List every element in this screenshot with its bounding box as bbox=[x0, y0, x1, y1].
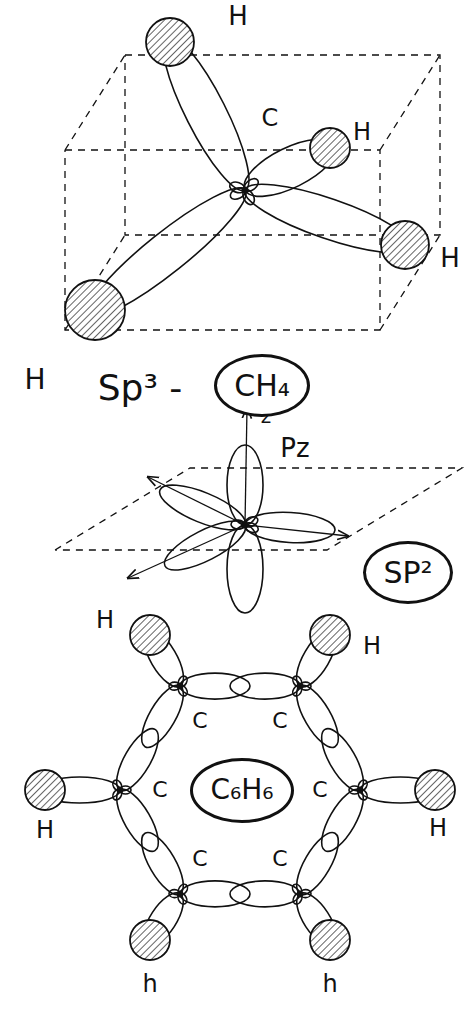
hydrogen-atom bbox=[130, 615, 170, 655]
hydrogen-atom-fill bbox=[310, 615, 350, 655]
hydrogen-atom bbox=[130, 920, 170, 960]
sigma-bond-lobe bbox=[289, 680, 347, 754]
axis-arrow bbox=[245, 408, 247, 525]
hydrogen-atom-fill bbox=[130, 615, 170, 655]
sigma-bond-lobe bbox=[180, 881, 250, 907]
circled-label: C₆H₆ bbox=[190, 758, 294, 823]
sp2-figure bbox=[55, 408, 462, 613]
atom-label: C bbox=[190, 710, 209, 732]
cube-edge bbox=[65, 55, 125, 150]
cube-back bbox=[125, 55, 440, 235]
hydrogen-atom-fill bbox=[381, 221, 429, 269]
atom-label: h bbox=[140, 972, 159, 996]
hydrogen-atom-fill bbox=[130, 920, 170, 960]
atom-label: H bbox=[361, 634, 383, 658]
benzene-figure bbox=[25, 615, 455, 960]
hydrogen-atom-fill bbox=[25, 770, 65, 810]
carbon-nucleus bbox=[297, 890, 304, 897]
atom-label: C bbox=[190, 848, 209, 870]
atom-label: C bbox=[270, 848, 289, 870]
sigma-bond-lobe bbox=[230, 673, 300, 699]
atom-label: H bbox=[351, 120, 373, 144]
pz-lobe bbox=[227, 525, 263, 613]
hydrogen-atom-fill bbox=[310, 920, 350, 960]
node-text: C₆H₆ bbox=[210, 775, 273, 806]
sp3-back-lobe bbox=[242, 176, 261, 194]
atom-label: C bbox=[260, 106, 281, 130]
node-text: CH₄ bbox=[234, 369, 290, 402]
sp2-lobe bbox=[244, 510, 336, 545]
atom-label: H bbox=[34, 818, 56, 842]
axis-arrow bbox=[128, 525, 245, 578]
carbon-nucleus bbox=[357, 787, 364, 794]
atom-label: H bbox=[94, 608, 116, 632]
carbon-nucleus bbox=[297, 683, 304, 690]
carbon-nucleus bbox=[117, 787, 124, 794]
hydrogen-atom-fill bbox=[415, 770, 455, 810]
orbital-label: Pz bbox=[278, 435, 311, 461]
atom-label: C bbox=[150, 779, 169, 801]
hydrogen-atom bbox=[310, 920, 350, 960]
carbon-nucleus bbox=[242, 522, 249, 529]
hydrogen-atom bbox=[65, 280, 125, 340]
atom-label: H bbox=[22, 366, 47, 394]
carbon-nucleus bbox=[177, 683, 184, 690]
circled-label: SP² bbox=[363, 541, 453, 604]
axis-arrow bbox=[245, 525, 348, 536]
hydrogen-atom-fill bbox=[310, 128, 350, 168]
hydrogen-atom bbox=[415, 770, 455, 810]
atom-label: C bbox=[270, 710, 289, 732]
hydrogen-atom-fill bbox=[65, 280, 125, 340]
hydrogen-atom bbox=[310, 128, 350, 168]
node-text: SP² bbox=[383, 556, 432, 589]
atom-label: H bbox=[438, 245, 462, 271]
atom-label: C bbox=[310, 779, 329, 801]
circled-label: CH₄ bbox=[214, 354, 310, 417]
atom-label: H bbox=[226, 3, 250, 29]
hybrid-label: Sp³ - bbox=[96, 370, 185, 406]
hydrogen-atom bbox=[381, 221, 429, 269]
hydrogen-atom bbox=[310, 615, 350, 655]
hydrogen-atom bbox=[146, 18, 194, 66]
hydrogen-atom bbox=[25, 770, 65, 810]
atom-label: h bbox=[320, 972, 339, 996]
carbon-nucleus bbox=[177, 890, 184, 897]
axis-arrow bbox=[148, 477, 245, 525]
sigma-bond-lobe bbox=[134, 827, 192, 901]
atom-label: H bbox=[427, 816, 449, 840]
carbon-nucleus bbox=[242, 187, 249, 194]
methane-figure bbox=[65, 18, 440, 340]
cube-edge bbox=[380, 55, 440, 150]
hydrogen-atom-fill bbox=[146, 18, 194, 66]
